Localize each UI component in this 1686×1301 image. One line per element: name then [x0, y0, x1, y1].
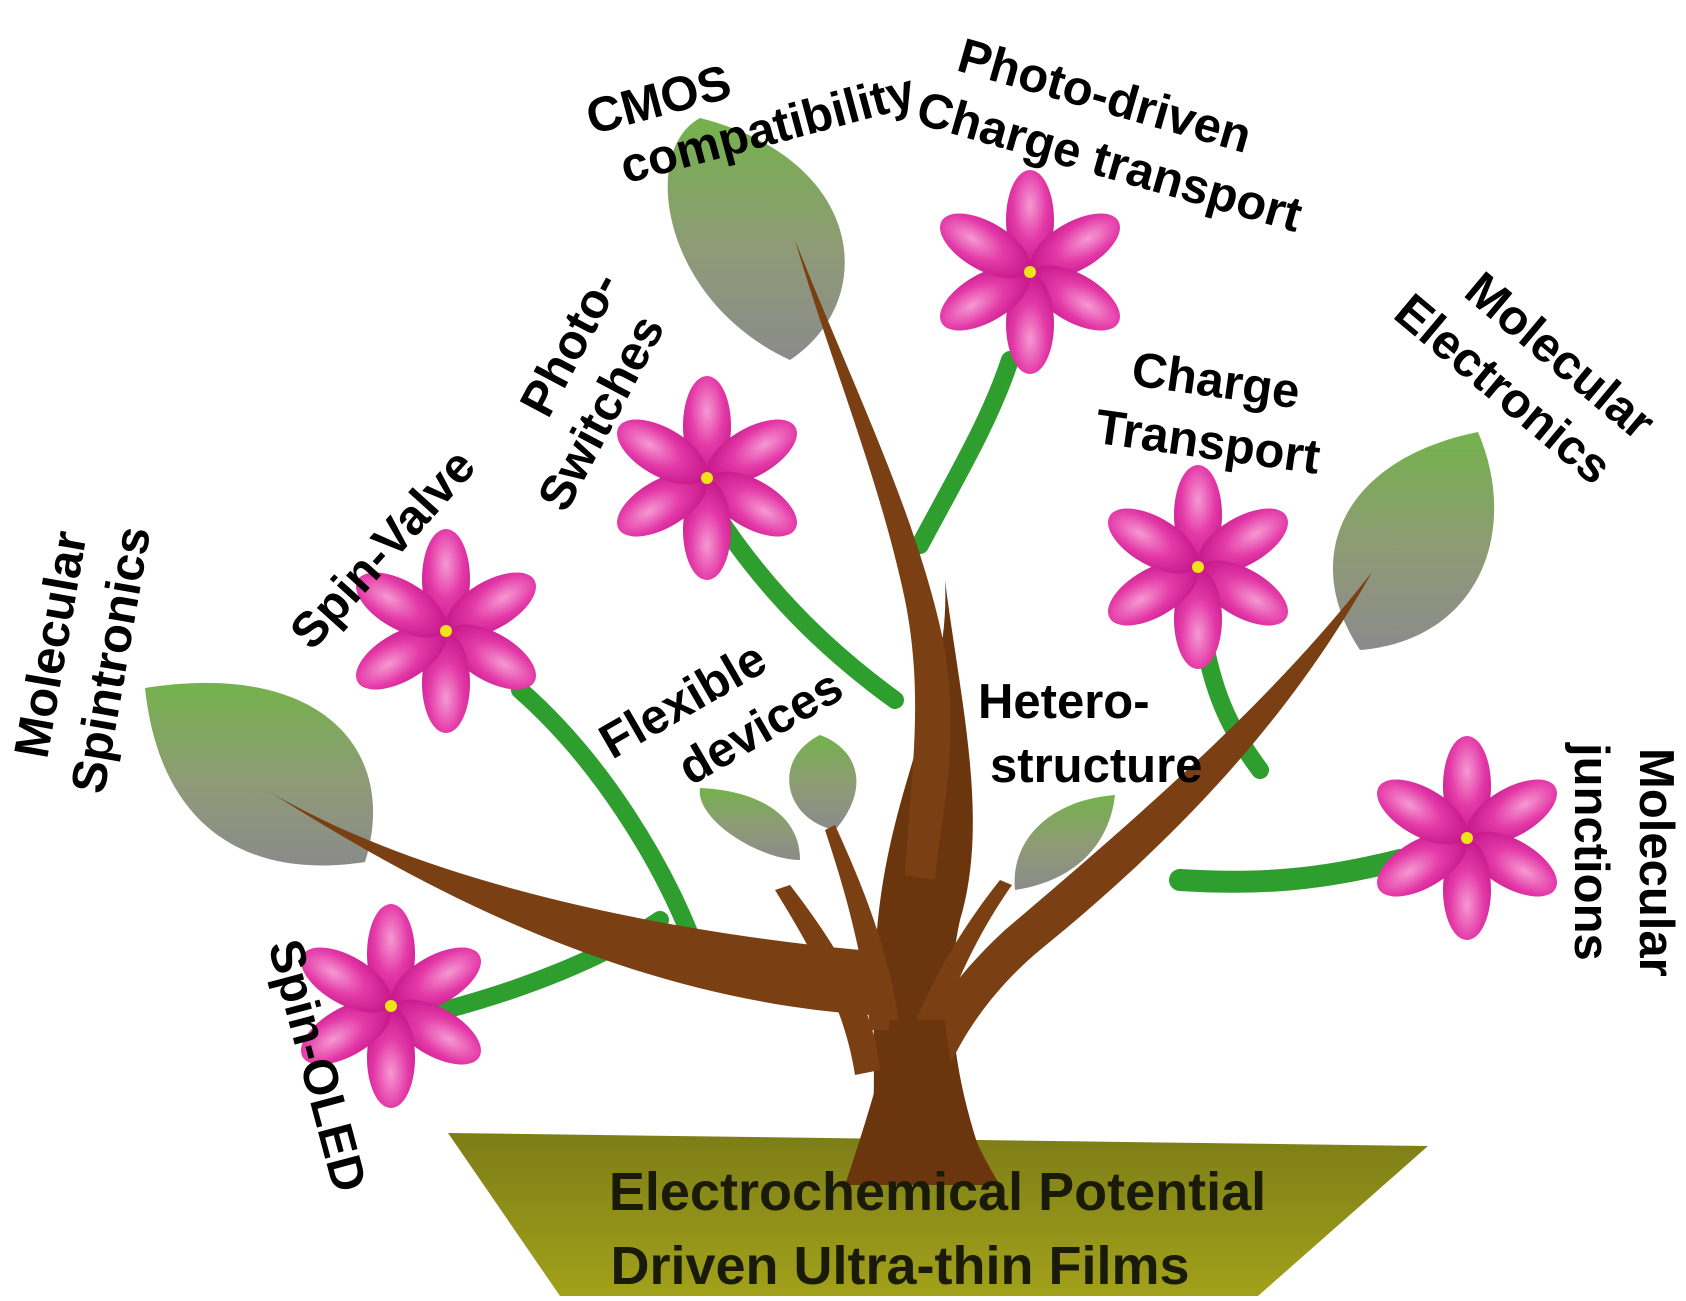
leaf-molecular-electronics — [1332, 432, 1495, 650]
branch-flexible-2 — [825, 825, 900, 1030]
branch-cmos — [795, 240, 951, 880]
pot — [448, 1133, 1428, 1296]
flower-molecular-junctions — [1366, 736, 1568, 940]
label-photo-driven: Photo-driven Charge transport — [911, 22, 1325, 243]
leaf-cmos — [667, 118, 845, 360]
leaf-flexible-1 — [699, 788, 800, 860]
label-molecular-junctions: Molecular junctions — [1564, 742, 1683, 990]
flower-photo-switches — [606, 376, 808, 580]
flower-photo-driven — [929, 170, 1131, 374]
flower-charge-transport — [1097, 465, 1299, 669]
label-molecular-spintronics: Molecular Spintronics — [0, 512, 161, 798]
branch-heterostructure — [905, 880, 1012, 1060]
base-title: Electrochemical Potential Driven Ultra-t… — [609, 1162, 1281, 1296]
branch-flexible-1 — [775, 885, 880, 1075]
label-charge-transport: Charge Transport — [1092, 339, 1332, 485]
branch-molecular-electronics — [880, 572, 1372, 1160]
trunk-and-branches — [270, 240, 1372, 1185]
leaf-molecular-spintronics — [145, 682, 374, 866]
branch-molecular-spintronics — [270, 792, 870, 1015]
green-stems — [436, 351, 1411, 1019]
leaf-flexible-2 — [789, 735, 857, 830]
trunk-base — [845, 1020, 1000, 1185]
leaf-heterostructure — [1014, 795, 1115, 890]
label-heterostructure: Hetero- structure — [978, 675, 1202, 793]
